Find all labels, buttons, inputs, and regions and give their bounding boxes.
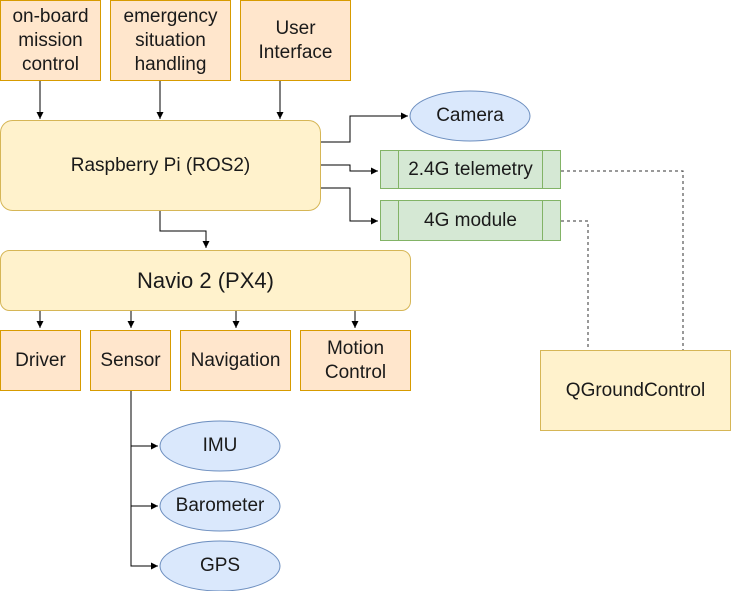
edge-sensor-to-imu bbox=[130, 391, 158, 450]
qgroundcontrol-box bbox=[540, 350, 731, 431]
onboard-mission-control-box bbox=[0, 0, 101, 81]
user-interface-box bbox=[240, 0, 351, 81]
telemetry-process bbox=[380, 150, 561, 189]
edge-sensor-to-gps bbox=[130, 506, 158, 570]
edge-4g-to-qgc bbox=[561, 220, 589, 350]
edge-rpi-to-4g bbox=[321, 187, 378, 225]
gps-ellipse bbox=[159, 540, 281, 591]
4g-module-process bbox=[380, 200, 561, 241]
barometer-ellipse bbox=[159, 480, 281, 532]
motion-control-box bbox=[300, 330, 411, 391]
imu-ellipse bbox=[159, 420, 281, 472]
edge-sensor-to-barometer bbox=[130, 446, 158, 510]
emergency-situation-handling-box bbox=[110, 0, 231, 81]
sensor-box bbox=[90, 330, 171, 391]
edge-rpi-to-telemetry bbox=[321, 164, 378, 175]
driver-box bbox=[0, 330, 81, 391]
navio-box bbox=[0, 250, 411, 311]
edge-telemetry-to-qgc bbox=[561, 170, 684, 350]
camera-ellipse bbox=[409, 90, 531, 142]
navigation-box bbox=[180, 330, 291, 391]
edge-rpi-to-camera bbox=[321, 112, 408, 143]
raspberry-pi-box bbox=[0, 120, 321, 211]
edge-rpi-to-navio bbox=[159, 211, 210, 248]
